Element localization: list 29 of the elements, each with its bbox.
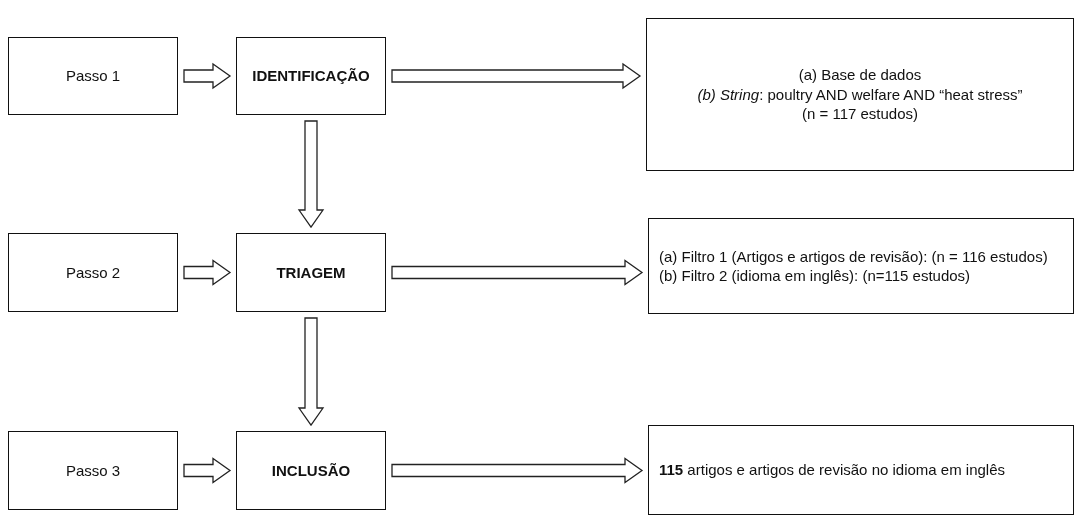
phase-title: TRIAGEM [276,262,346,283]
block-arrow [391,62,642,90]
block-arrow [297,120,325,229]
block-arrow [183,62,232,90]
box-text: (b) Filtro 2 (idioma em inglês): (n=115 estudos) [659,266,972,286]
box-text: (a) Base de dados [798,65,922,85]
box-text: (b) String: poultry AND welfare AND “heat stress” [697,84,1023,105]
phase-box [236,233,386,312]
step-box [8,431,178,510]
phase-box [236,431,386,510]
result-box [648,425,1074,515]
criteria-box [646,18,1074,171]
phase-title: INCLUSÃO [271,460,351,481]
block-arrow [297,317,325,427]
block-arrow [391,457,644,484]
box-text: 115 artigos e artigos de revisão no idioma em inglês [659,460,1007,480]
step-label: Passo 3 [65,460,121,481]
step-box [8,37,178,115]
block-arrow [183,259,232,286]
criteria-box [648,218,1074,314]
box-text: (n = 117 estudos) [801,104,918,124]
phase-box [236,37,386,115]
step-label: Passo 2 [65,262,121,283]
block-arrow [183,457,232,484]
block-arrow [391,259,644,286]
step-box [8,233,178,312]
phase-title: IDENTIFICAÇÃO [252,66,370,86]
box-text: (a) Filtro 1 (Artigos e artigos de revisão): (n = 116 estudos) [659,246,1049,266]
step-label: Passo 1 [65,66,121,86]
